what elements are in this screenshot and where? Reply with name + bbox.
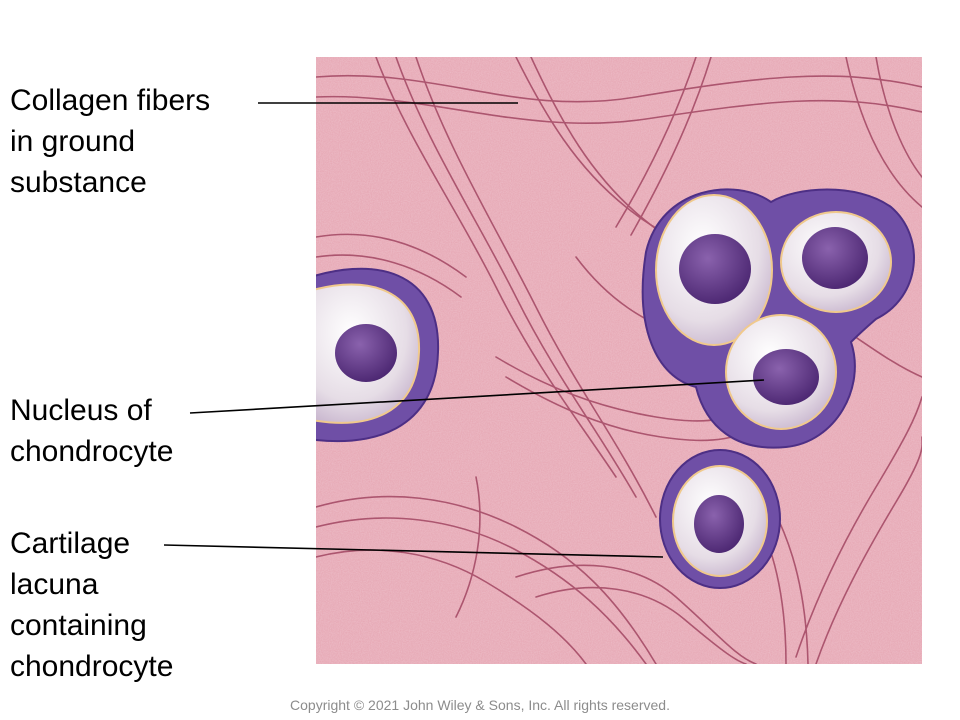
nucleus-cluster-3: [753, 349, 819, 405]
label-collagen-fibers: Collagen fibers in ground substance: [10, 84, 211, 199]
copyright-notice: Copyright © 2021 John Wiley & Sons, Inc.…: [290, 697, 670, 713]
label-cartilage-lacuna: Cartilage lacuna containing chondrocyte: [10, 527, 174, 683]
nucleus-left: [335, 324, 397, 382]
lacuna-bottom: [659, 449, 781, 589]
hyaline-cartilage-illustration: [316, 57, 922, 664]
nucleus-cluster-2: [802, 227, 868, 289]
label-nucleus-of-chondrocyte: Nucleus of chondrocyte: [10, 394, 174, 468]
nucleus-cluster-1: [679, 234, 751, 304]
nucleus-bottom: [694, 495, 744, 553]
